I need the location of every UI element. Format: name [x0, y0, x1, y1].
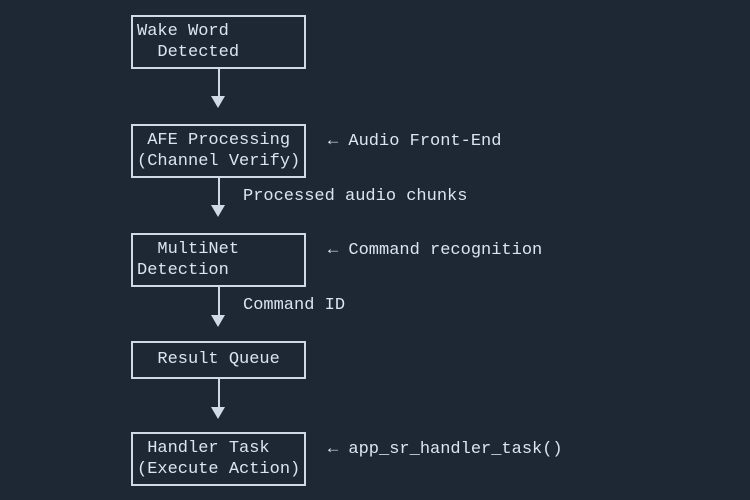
arrow-shaft: [217, 287, 220, 315]
flow-arrow-1: [211, 69, 226, 108]
flow-node-result-queue: Result Queue: [131, 341, 306, 379]
annotation-app-sr-handler-task: ← app_sr_handler_task(): [328, 440, 563, 459]
flow-arrow-3: [211, 287, 226, 327]
flow-node-handler-task: Handler Task (Execute Action): [131, 432, 306, 486]
arrow-shaft: [217, 379, 220, 407]
arrow-head-icon: [211, 205, 225, 217]
arrow-shaft: [217, 69, 220, 96]
flow-node-multinet-detection: MultiNet Detection: [131, 233, 306, 287]
flow-arrow-4: [211, 379, 226, 419]
annotation-command-recognition: ← Command recognition: [328, 241, 543, 260]
arrow-head-icon: [211, 407, 225, 419]
annotation-audio-front-end: ← Audio Front-End: [328, 132, 502, 151]
arrow-head-icon: [211, 96, 225, 108]
flow-node-handler-task-label: Handler Task (Execute Action): [137, 439, 301, 479]
arrow-shaft: [217, 178, 220, 205]
edge-label-processed-audio-chunks: Processed audio chunks: [243, 187, 468, 206]
edge-label-command-id: Command ID: [243, 296, 346, 315]
arrow-head-icon: [211, 315, 225, 327]
flow-node-afe-processing: AFE Processing (Channel Verify): [131, 124, 306, 178]
flow-node-afe-processing-label: AFE Processing (Channel Verify): [137, 131, 301, 171]
flow-arrow-2: [211, 178, 226, 217]
flow-node-result-queue-label: Result Queue: [137, 350, 280, 369]
flow-node-wake-word-label: Wake Word Detected: [137, 22, 240, 62]
flow-node-wake-word: Wake Word Detected: [131, 15, 306, 69]
flow-node-multinet-detection-label: MultiNet Detection: [137, 240, 240, 280]
